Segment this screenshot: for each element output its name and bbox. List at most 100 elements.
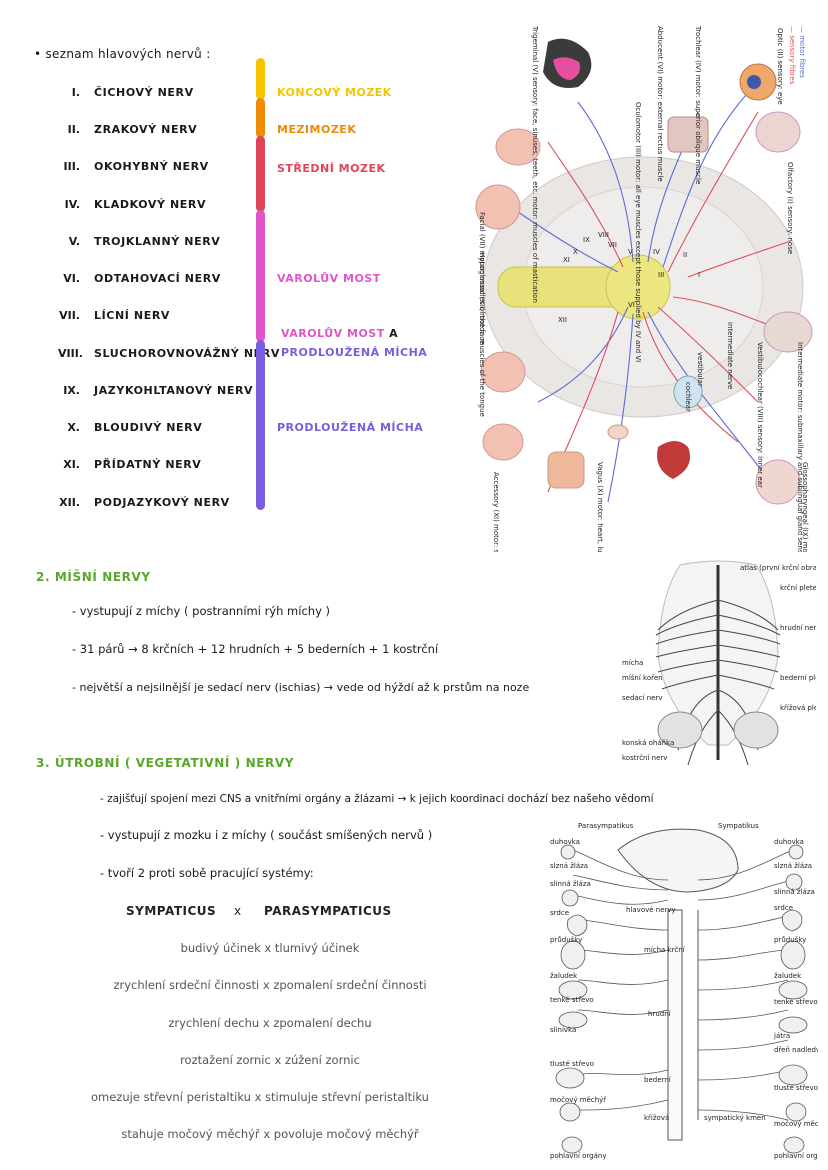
autonomic-diagram: Parasympatikus Sympatikus: [550, 822, 828, 1160]
svg-text:slinná žláza: slinná žláza: [550, 880, 591, 888]
svg-text:křížová: křížová: [644, 1114, 669, 1122]
svg-text:IV: IV: [653, 248, 660, 256]
svg-text:Intermediate motor: submaxilla: Intermediate motor: submaxillary and sub…: [796, 342, 804, 552]
region-bar-stredni: [256, 136, 265, 212]
nerve-number: VI.: [63, 272, 80, 285]
region-label-koncovy: KONCOVÝ MOZEK: [277, 86, 392, 99]
region-bar-mezimozek: [256, 98, 265, 138]
svg-text:Abducent (VI) motor: external: Abducent (VI) motor: external rectus mus…: [656, 26, 664, 182]
nerve-number: VIII.: [58, 347, 83, 360]
region-label-varoluv: VAROLŮV MOST: [277, 272, 381, 285]
svg-text:XII: XII: [558, 316, 567, 324]
svg-text:XI: XI: [563, 256, 570, 264]
svg-text:atlas (první krční obratel): atlas (první krční obratel): [740, 564, 816, 572]
svg-text:bederní: bederní: [644, 1076, 672, 1084]
svg-text:Trigeminal (V) sensory: face,: Trigeminal (V) sensory: face, sinuses, t…: [531, 25, 539, 303]
section2-line: - největší a nejsilnější je sedací nerv …: [72, 681, 530, 694]
section2-line: - vystupují z míchy ( postranními rýh mí…: [72, 604, 331, 618]
svg-text:vestibular: vestibular: [696, 352, 704, 387]
svg-text:žaludek: žaludek: [550, 972, 578, 980]
nerve-number: I.: [71, 86, 80, 99]
svg-text:II: II: [683, 251, 687, 259]
svg-text:průdušky: průdušky: [774, 936, 806, 944]
svg-text:Olfactory (I) sensory: nose: Olfactory (I) sensory: nose: [786, 162, 794, 254]
nerve-name: BLOUDIVÝ NERV: [94, 421, 203, 434]
svg-text:křížová pleteň: křížová pleteň: [780, 704, 816, 712]
region-label-varoluv-2: VAROLŮV MOST A: [281, 327, 398, 340]
nerve-number: XI.: [63, 458, 80, 471]
svg-text:tlusté střevo: tlusté střevo: [774, 1084, 818, 1092]
svg-text:duhovka: duhovka: [774, 838, 804, 846]
svg-text:průdušky: průdušky: [550, 936, 582, 944]
svg-text:Vagus (X) motor: heart, lungs,: Vagus (X) motor: heart, lungs, bronchi, …: [596, 462, 604, 552]
nerve-number: XII.: [59, 496, 80, 509]
region-label-stredni: STŘEDNÍ MOZEK: [277, 162, 386, 175]
svg-text:žaludek: žaludek: [774, 972, 802, 980]
compare-row: zrychlení srdeční činnosti x zpomalení s…: [113, 978, 427, 992]
svg-text:Vestibulocochlear (VIII) senso: Vestibulocochlear (VIII) sensory: inner …: [756, 342, 764, 488]
svg-text:močový měchýř: močový měchýř: [774, 1120, 818, 1128]
section2-heading: 2. MÍŠNÍ NERVY: [36, 570, 151, 584]
compare-head-parasympaticus: PARASYMPATICUS: [264, 904, 392, 918]
list-title: • seznam hlavových nervů :: [34, 47, 211, 61]
svg-text:Glossopharyngeal (IX) motor: p: Glossopharyngeal (IX) motor: pharyngeal …: [801, 462, 809, 552]
nerve-name: SLUCHOROVNOVÁŽNÝ NERV: [94, 347, 280, 360]
svg-text:krční pleteň: krční pleteň: [780, 584, 816, 592]
nerve-number: III.: [63, 160, 80, 173]
svg-text:dřeň nadledvin: dřeň nadledvin: [774, 1046, 818, 1054]
nerve-number: II.: [67, 123, 80, 136]
svg-text:sympatický kmen: sympatický kmen: [704, 1114, 766, 1122]
section3-line: - vystupují z mozku i z míchy ( součást …: [100, 828, 433, 842]
svg-text:VIII: VIII: [598, 231, 609, 239]
compare-row: zrychlení dechu x zpomalení dechu: [168, 1016, 372, 1030]
nerve-number: IX.: [63, 384, 80, 397]
svg-text:slzná žláza: slzná žláza: [774, 862, 812, 870]
region-bar-koncovy: [256, 58, 265, 100]
region-label-conjunction: A: [389, 327, 399, 340]
region-bar-varoluv: [256, 210, 265, 342]
nerve-name: KLADKOVÝ NERV: [94, 198, 207, 211]
region-label-varoluv-2-text: VAROLŮV MOST: [281, 327, 385, 340]
svg-text:srdce: srdce: [774, 904, 793, 912]
svg-text:slinná žláza: slinná žláza: [774, 888, 815, 896]
svg-text:tenké střevo: tenké střevo: [774, 998, 818, 1006]
nerve-number: VII.: [59, 309, 80, 322]
svg-text:Hypoglossal (XII) motor: muscl: Hypoglossal (XII) motor: muscles of the …: [478, 252, 486, 417]
svg-text:intermediate nerve: intermediate nerve: [726, 322, 734, 389]
svg-text:konská oháňka: konská oháňka: [622, 739, 674, 747]
compare-row: stahuje močový měchýř x povoluje močový …: [121, 1127, 419, 1141]
svg-text:I: I: [698, 271, 700, 279]
compare-head-sympaticus: SYMPATICUS: [126, 904, 217, 918]
svg-text:Optic (II) sensory: eye: Optic (II) sensory: eye: [776, 28, 784, 105]
nerve-name: PODJAZYKOVÝ NERV: [94, 496, 230, 509]
svg-text:míšní kořen: míšní kořen: [622, 674, 663, 682]
svg-text:játra: játra: [773, 1032, 790, 1040]
svg-text:Parasympatikus: Parasympatikus: [578, 822, 634, 830]
svg-text:IX: IX: [583, 236, 590, 244]
svg-text:hrudní: hrudní: [648, 1010, 672, 1018]
spinal-figure: atlas (první krční obratel) krční pleteň…: [620, 560, 828, 775]
svg-text:pohlavní orgány: pohlavní orgány: [550, 1152, 607, 1160]
svg-text:duhovka: duhovka: [550, 838, 580, 846]
nerve-name: PŘÍDATNÝ NERV: [94, 458, 202, 471]
nerve-name: ODTAHOVACÍ NERV: [94, 272, 221, 285]
nerve-name: TROJKLANNÝ NERV: [94, 235, 221, 248]
section3-line: - zajišťují spojení mezi CNS a vnitřními…: [100, 793, 654, 805]
region-bar-prodlouzena: [256, 340, 265, 510]
region-label-mezimozek: MEZIMOZEK: [277, 123, 357, 136]
svg-text:slinivka: slinivka: [550, 1026, 576, 1034]
region-label-prodlouzena-2: PRODLOUŽENÁ MÍCHA: [281, 346, 428, 359]
svg-text:VII: VII: [608, 241, 617, 249]
svg-text:pohlavní orgány: pohlavní orgány: [774, 1152, 818, 1160]
svg-text:bederní pleteň: bederní pleteň: [780, 674, 816, 682]
svg-text:V: V: [628, 248, 633, 256]
nerve-name: ZRAKOVÝ NERV: [94, 123, 198, 136]
svg-text:VI: VI: [628, 301, 635, 309]
svg-text:Trochlear (IV) motor: superior: Trochlear (IV) motor: superior oblique m…: [694, 25, 702, 184]
svg-text:kostrční nerv: kostrční nerv: [622, 754, 667, 762]
nerve-name: ČICHOVÝ NERV: [94, 86, 194, 99]
compare-head-x: x: [234, 904, 242, 918]
autonomic-figure: Parasympatikus Sympatikus: [548, 820, 828, 1160]
